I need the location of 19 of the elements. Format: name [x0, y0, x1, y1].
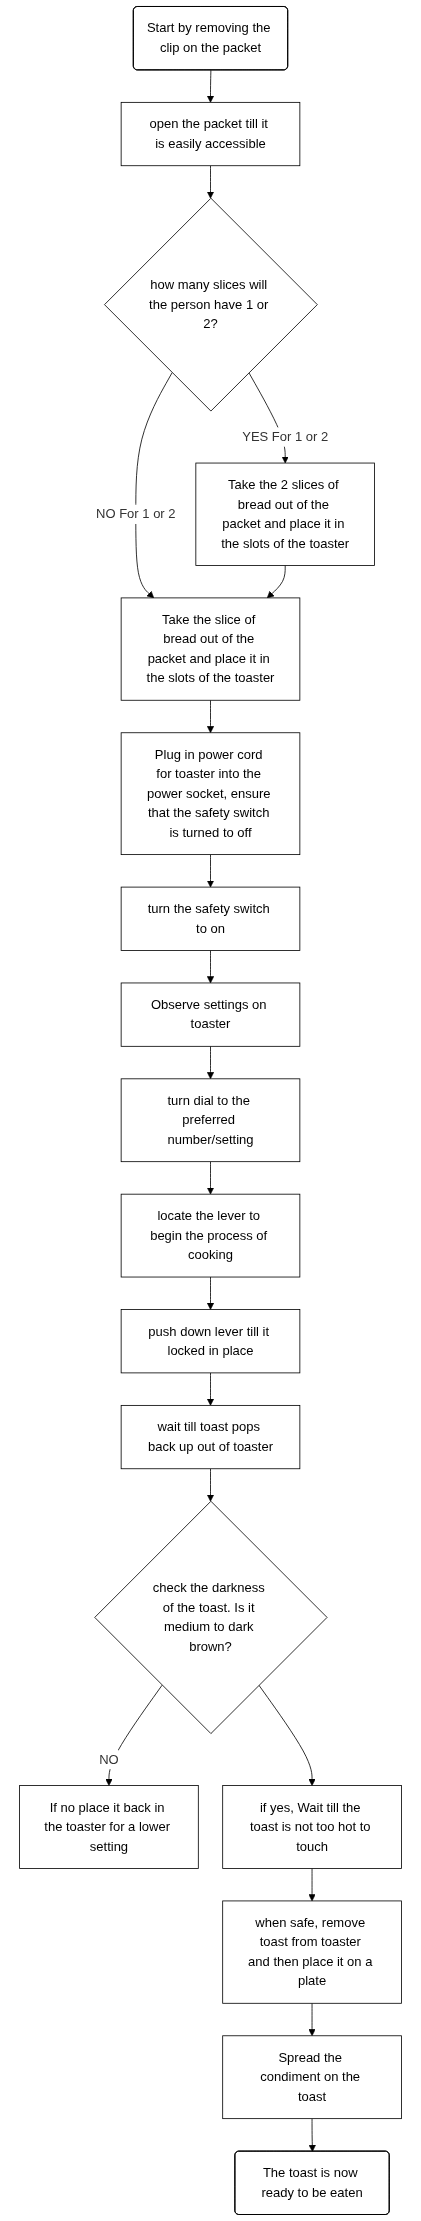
node-box: when safe, remove toast from toaster and then place it on a plate: [222, 1900, 402, 2004]
edge-label: YES For 1 or 2: [242, 429, 329, 444]
node-box: turn the safety switch to on: [120, 886, 301, 951]
node-box: open the packet till it is easily accessible: [120, 101, 301, 167]
node-box: wait till toast pops back up out of toaster: [120, 1405, 301, 1470]
node-diamond: how many slices will the person have 1 or 2?: [104, 197, 318, 412]
node-box: Plug in power cord for toaster into the power socket, ensure that the safety switch is turned to off: [120, 732, 301, 855]
node-box: if yes, Wait till the toast is not too hot to touch: [222, 1785, 402, 1869]
node-box: push down lever till it locked in place: [120, 1309, 301, 1374]
edge-label: NO: [99, 1752, 119, 1767]
node-box: Take the slice of bread out of the packet and place it in the slots of the toaster: [120, 597, 301, 701]
node-box: Take the 2 slices of bread out of the packet and place it in the slots of the toaster: [195, 462, 375, 566]
node-diamond: check the darkness of the toast. Is it medium to dark brown?: [94, 1500, 328, 1734]
node-box: Observe settings on toaster: [120, 982, 301, 1047]
node-box: If no place it back in the toaster for a lower setting: [19, 1785, 199, 1869]
edge-label: NO For 1 or 2: [96, 506, 176, 521]
node-box: locate the lever to begin the process of cooking: [120, 1193, 301, 1278]
node-box: Spread the condiment on the toast: [222, 2035, 402, 2120]
node-box: turn dial to the preferred number/setting: [120, 1078, 301, 1163]
